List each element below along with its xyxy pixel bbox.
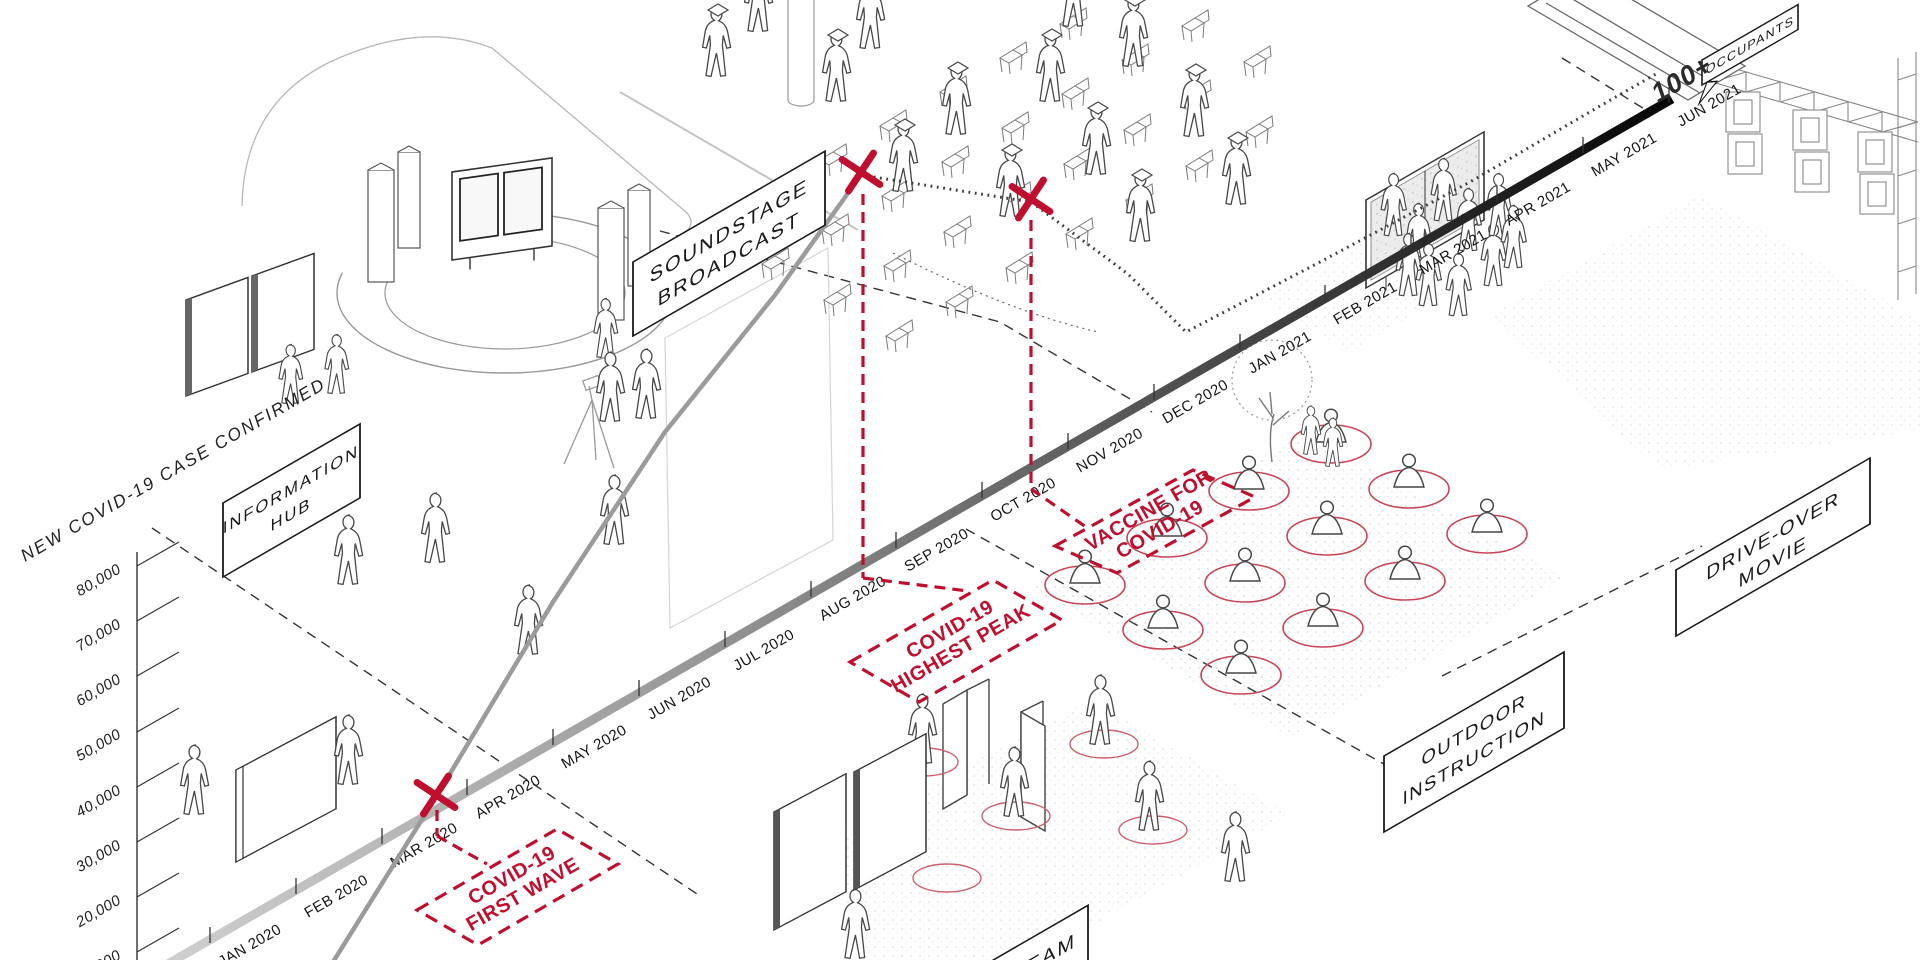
vaccine-leader (1030, 487, 1087, 529)
axis-tick-label: 80,000 (73, 561, 124, 600)
drive-over-movie-scene (1365, 0, 1919, 317)
occupants-callout: OCCUPANTS (1697, 3, 1799, 107)
soundstage-broadcast-label: SOUNDSTAGE BROADCAST (632, 149, 826, 338)
drive-over-movie-label: DRIVE-OVER MOVIE (1675, 456, 1871, 638)
information-hub-scene (185, 36, 692, 656)
hub-person (324, 333, 350, 394)
pole-cylinder (787, 0, 815, 107)
soundstage-scene (595, 0, 859, 629)
monitor-screen (459, 172, 499, 242)
axis-tick-label: 60,000 (73, 671, 124, 710)
case-curve-declining-dotted (860, 72, 1657, 334)
ground-texture (830, 195, 1920, 960)
vaccine-x-marker (1008, 176, 1054, 222)
entry-whiteboards (773, 732, 927, 932)
entry-doors-scene (773, 674, 1251, 960)
first-wave-leader (435, 810, 488, 866)
vaccine-box (1051, 468, 1259, 575)
hub-room-outline (241, 36, 692, 307)
outdoor-zone-dash (965, 528, 1431, 791)
axis-tick-label: 10,000 (73, 947, 124, 960)
tree (1231, 339, 1344, 467)
axis-tick-label: 40,000 (73, 782, 124, 821)
axis-ticks (136, 541, 180, 953)
information-hub-label: INFORMATION HUB (222, 422, 361, 579)
axis-tick-label: 50,000 (73, 726, 124, 765)
occupants-callout-tail (1697, 80, 1719, 107)
walking-person (420, 492, 451, 564)
crowd-edge-dotted (892, 252, 1099, 333)
hub-backdrop-panels (185, 252, 315, 398)
case-trend (331, 72, 1657, 960)
zone-boundaries (151, 57, 1703, 897)
peak-x-marker (838, 149, 884, 195)
info-hub-zone-dash (151, 527, 701, 897)
timeline-ticks (209, 87, 1670, 943)
first-wave-box (413, 827, 622, 947)
movie-screen (1365, 130, 1485, 291)
soundstage-sheet (664, 246, 834, 629)
mover-person (333, 714, 364, 786)
occupants-label: OCCUPANTS (1706, 13, 1794, 78)
hub-monitor-wall (451, 157, 553, 270)
edge-scaffold (1897, 52, 1917, 300)
first-wave-x-marker (413, 772, 459, 818)
scaffold-towers (1711, 52, 1919, 300)
soundstage-person (595, 351, 626, 423)
axis-tick-label: 20,000 (72, 892, 124, 932)
graduation-crowd-scene (699, 0, 1274, 353)
mover-person (179, 744, 210, 816)
monitor-screen (503, 166, 543, 236)
drive-over-zone-dash (1441, 545, 1703, 677)
ramp-structure (1526, 0, 1747, 101)
case-axis: NEW COVID-19 CASE CONFIRMED 80,000 70,00… (17, 374, 329, 960)
outdoor-instruction-scene (1044, 408, 1528, 695)
axis-tick-label: 30,000 (73, 837, 124, 876)
door-frames (942, 678, 1046, 833)
axis-tick-label: 70,000 (73, 616, 124, 655)
case-curve-rising (331, 173, 863, 960)
soundstage-person (631, 348, 662, 420)
highest-peak-box (846, 578, 1066, 704)
timeline-bar (165, 95, 1675, 960)
whiteboard-movers-scene (179, 714, 364, 864)
outdoor-instruction-label: OUTDOOR INSTRUCTION (1383, 650, 1565, 834)
walking-person (333, 514, 364, 586)
